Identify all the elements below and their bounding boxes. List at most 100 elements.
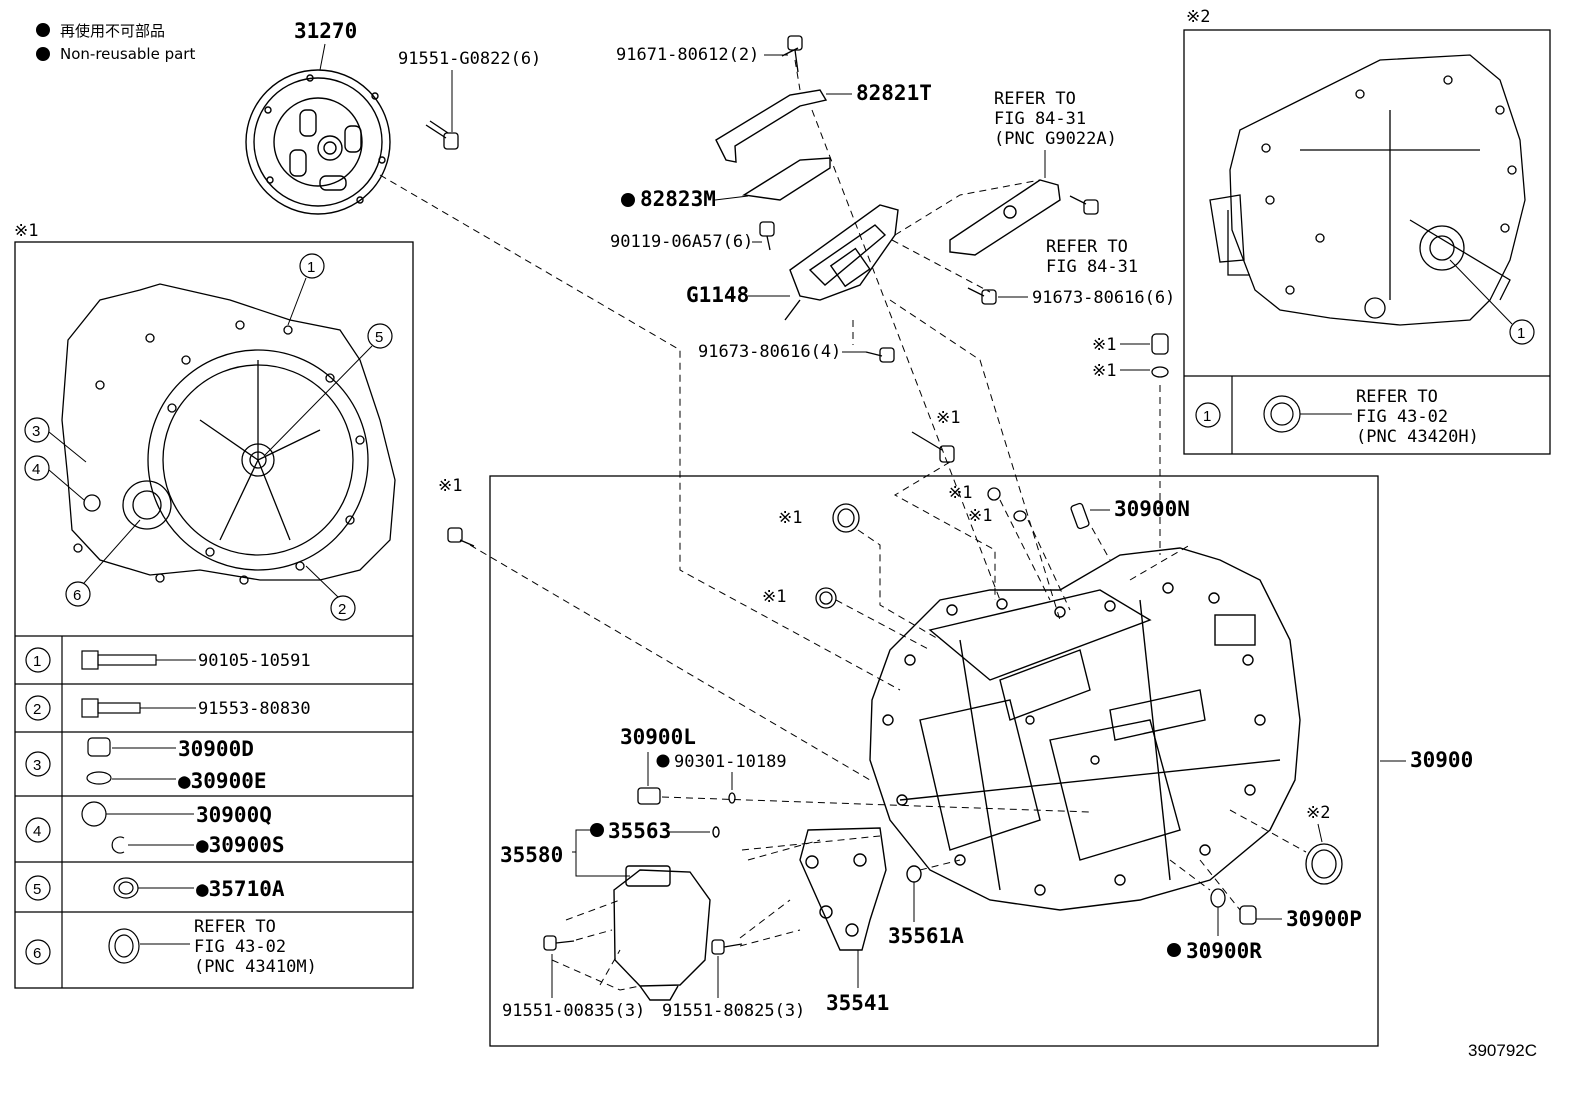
- part-label-91551-80825: 91551-80825(3): [662, 1001, 805, 1021]
- part-label-35580: 35580: [500, 843, 563, 867]
- table1-row-6: 6 REFER TO FIG 43-02 (PNC 43410M): [25, 917, 317, 977]
- refer-g9022a: REFER TO FIG 84-31 (PNC G9022A): [994, 89, 1117, 149]
- marker-1: ※1: [968, 506, 992, 526]
- svg-text:2: 2: [33, 701, 41, 718]
- refer-line: REFER TO: [1046, 237, 1128, 257]
- part-label-g1148: G1148: [686, 283, 749, 307]
- oil-seal-icon: [1263, 395, 1301, 433]
- part-label-91673-80616-4: 91673-80616(4): [698, 342, 841, 362]
- part-label: 90105-10591: [198, 651, 311, 671]
- transaxle-case-illustration: [869, 547, 1301, 911]
- refer-line: FIG 43-02: [194, 937, 286, 957]
- marker-1: ※1: [1092, 361, 1116, 381]
- bolt-91671-80612-illustration: [787, 35, 803, 73]
- part-label-82821t: 82821T: [856, 81, 932, 105]
- legend-english: Non-reusable part: [60, 45, 195, 63]
- marker-1: ※1: [1092, 335, 1116, 355]
- figure-id: 390792C: [1468, 1041, 1537, 1060]
- bolts-lower-illustration: [543, 935, 743, 955]
- part-label-30900l: 30900L: [620, 725, 696, 749]
- svg-text:1: 1: [33, 653, 41, 670]
- non-reusable-dot-icon: [36, 23, 50, 37]
- table1-row-5: 5 ●35710A: [25, 875, 285, 901]
- svg-text:3: 3: [33, 757, 41, 774]
- part-label: 30900D: [178, 737, 254, 761]
- marker-1: ※1: [438, 476, 462, 496]
- refer-line: FIG 84-31: [1046, 257, 1138, 277]
- part-label-30900n: 30900N: [1114, 497, 1190, 521]
- svg-text:4: 4: [32, 461, 40, 478]
- svg-text:5: 5: [375, 329, 383, 346]
- part-label: 30900Q: [196, 803, 272, 827]
- leader-line: [1317, 823, 1323, 843]
- table2-row-1: 1 REFER TO FIG 43-02 (PNC 43420H): [1195, 387, 1479, 447]
- callout-5-panel1: 5: [264, 323, 393, 456]
- part-label-91671-80612: 91671-80612(2): [616, 45, 759, 65]
- bolt-91673-80616-4-illustration: [865, 347, 895, 363]
- plug-icon: [81, 801, 125, 854]
- assembly-dashed-lines: [379, 59, 1307, 991]
- svg-text:5: 5: [33, 881, 41, 898]
- table1-row-2: 2 91553-80830: [25, 695, 311, 721]
- bolt-long-icon: [81, 650, 157, 670]
- table1-row-4: 4 30900Q ●30900S: [25, 801, 285, 857]
- part-label-91551-g0822: 91551-G0822(6): [398, 49, 541, 69]
- bolt-91673-80616-6-illustration: [967, 287, 997, 305]
- part-label-30900r: 30900R: [1186, 939, 1262, 963]
- refer-line: (PNC 43420H): [1356, 427, 1479, 447]
- non-reusable-dot-icon: [1167, 943, 1181, 957]
- non-reusable-dot-icon: [36, 47, 50, 61]
- part-label-90119-06a57: 90119-06A57(6): [610, 232, 753, 252]
- part-label-82823m: 82823M: [640, 187, 716, 211]
- svg-text:4: 4: [33, 823, 41, 840]
- part-label: ●30900S: [196, 833, 285, 857]
- refer-line: (PNC 43410M): [194, 957, 317, 977]
- part-label-31270: 31270: [294, 19, 357, 43]
- refer-fig-84-31: REFER TO FIG 84-31: [1046, 237, 1138, 277]
- part-label: ●35710A: [196, 877, 285, 901]
- part-label-35541: 35541: [826, 991, 889, 1015]
- transaxle-housing-rear-illustration: [1209, 54, 1526, 326]
- marker-1: ※1: [948, 483, 972, 503]
- non-reusable-dot-icon: [621, 193, 635, 207]
- oil-seal-icon: [108, 928, 140, 964]
- panel-marker-1: ※1: [14, 221, 38, 241]
- bolt-91551-g0822-illustration: [425, 120, 459, 150]
- table1-row-3: 3 30900D ●30900E: [25, 737, 267, 793]
- svg-text:6: 6: [33, 945, 41, 962]
- legend: 再使用不可部品 Non-reusable part: [36, 22, 195, 63]
- panel-2-frame: [1183, 29, 1551, 455]
- part-label-90301-10189: 90301-10189: [674, 752, 787, 772]
- part-label-30900p: 30900P: [1286, 907, 1362, 931]
- callout-3-panel1: 3: [24, 417, 87, 463]
- clutch-cover-illustration: [245, 69, 391, 215]
- svg-text:6: 6: [73, 587, 81, 604]
- bracket-82821t-illustration: [715, 47, 828, 163]
- plug-washer-illustration: [1151, 333, 1169, 378]
- plug-30900l-illustration: [637, 787, 736, 805]
- main-assembly-frame: [489, 475, 1379, 1047]
- svg-text:2: 2: [338, 601, 346, 618]
- refer-line: REFER TO: [1356, 387, 1438, 407]
- legend-japanese: 再使用不可部品: [60, 22, 165, 40]
- refer-line: (PNC G9022A): [994, 129, 1117, 149]
- seals-small-illustration: [815, 487, 1090, 609]
- part-label-91673-80616-6: 91673-80616(6): [1032, 288, 1175, 308]
- callout-1-panel1: 1: [287, 253, 325, 326]
- refer-line: FIG 84-31: [994, 109, 1086, 129]
- svg-text:1: 1: [1203, 408, 1211, 425]
- oil-seal-icon: [113, 877, 139, 899]
- svg-text:1: 1: [307, 259, 315, 276]
- part-label: ●30900E: [178, 769, 267, 793]
- part-label-35563: 35563: [608, 819, 671, 843]
- part-label-35561a: 35561A: [888, 924, 964, 948]
- transaxle-housing-front-illustration: [61, 283, 396, 585]
- refer-line: REFER TO: [994, 89, 1076, 109]
- non-reusable-dot-icon: [590, 823, 604, 837]
- table1-row-1: 1 90105-10591: [25, 647, 311, 673]
- svg-text:1: 1: [1517, 325, 1525, 342]
- bolt-short-icon: [81, 698, 141, 718]
- panel-1-frame: [14, 241, 414, 989]
- refer-line: FIG 43-02: [1356, 407, 1448, 427]
